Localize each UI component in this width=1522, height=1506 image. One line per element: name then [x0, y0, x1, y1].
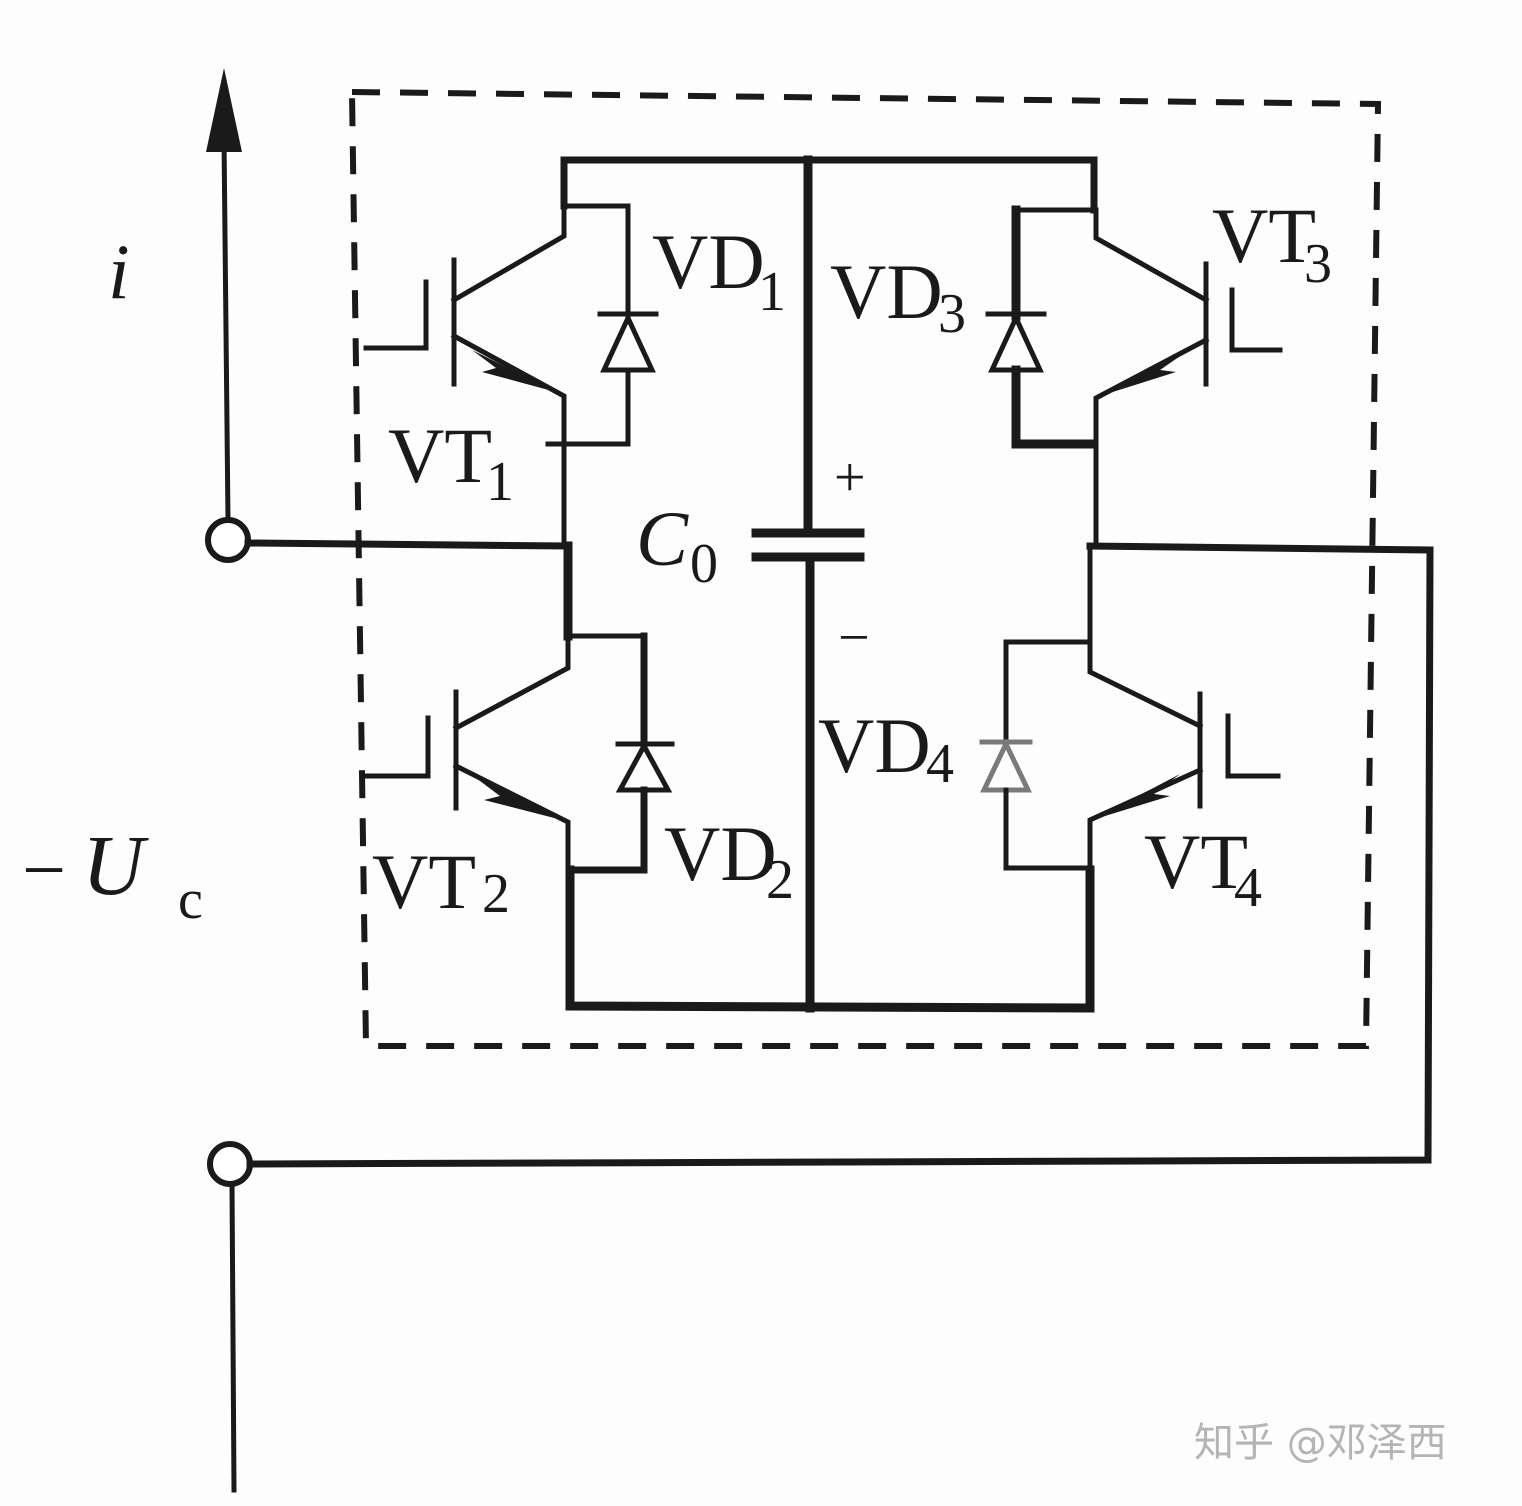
terminal-bottom-left[interactable]	[207, 1141, 253, 1187]
emitter-arrow-icon	[1100, 352, 1186, 396]
diode-vd4	[979, 639, 1093, 871]
vd4-label: VD	[818, 702, 931, 789]
emitter-arrow-icon	[476, 778, 562, 820]
vd3-label: VD	[830, 248, 943, 335]
wire-output-loop	[246, 542, 1434, 1168]
watermark: 知乎 @邓泽西	[1194, 1420, 1447, 1466]
arrow-head-icon	[206, 68, 242, 152]
emitter-arrow-icon	[472, 350, 556, 392]
wire-bottom-bus	[565, 865, 1095, 1013]
capacitor-label: C	[636, 495, 689, 582]
diode-vd1	[545, 203, 659, 447]
vd2-label-sub: 2	[766, 849, 794, 911]
capacitor-label-sub: 0	[690, 533, 718, 595]
vd2-label: VD	[664, 810, 777, 897]
current-arrow	[206, 68, 242, 523]
vd1-label-sub: 1	[758, 261, 786, 323]
vt2-label: VT	[372, 838, 476, 925]
vd3-label-sub: 3	[938, 283, 966, 345]
terminal-top-left[interactable]	[205, 517, 251, 563]
transistor-vt4	[1003, 543, 1281, 873]
vt4-label-sub: 4	[1234, 857, 1262, 919]
vt1-label: VT	[388, 412, 492, 499]
vt2-label-sub: 2	[482, 863, 510, 925]
wire-top-bus	[560, 156, 1098, 214]
vt3-label: VT	[1212, 192, 1316, 279]
voltage-label: U	[82, 817, 149, 913]
transistor-vt1	[363, 203, 631, 549]
vd1-label: VD	[652, 218, 765, 305]
wire-terminal-down	[229, 1181, 237, 1493]
wire-input	[244, 539, 570, 550]
vt1-label-sub: 1	[486, 451, 514, 513]
voltage-label-sub: c	[178, 869, 203, 931]
diode-vd2	[566, 632, 675, 874]
capacitor-plus: +	[834, 447, 866, 509]
vd4-label-sub: 4	[926, 733, 954, 795]
capacitor-minus: −	[838, 607, 870, 669]
vt4-label: VT	[1144, 818, 1248, 905]
current-label: i	[108, 228, 130, 315]
vt3-label-sub: 3	[1304, 233, 1332, 295]
transistor-vt3	[1013, 207, 1283, 549]
transistor-vt2	[361, 541, 647, 873]
voltage-label-prefix: −	[22, 826, 66, 913]
module-boundary	[348, 88, 1382, 1049]
emitter-arrow-icon	[1092, 774, 1180, 820]
capacitor-c0	[751, 528, 865, 562]
diode-vd3	[985, 205, 1097, 449]
